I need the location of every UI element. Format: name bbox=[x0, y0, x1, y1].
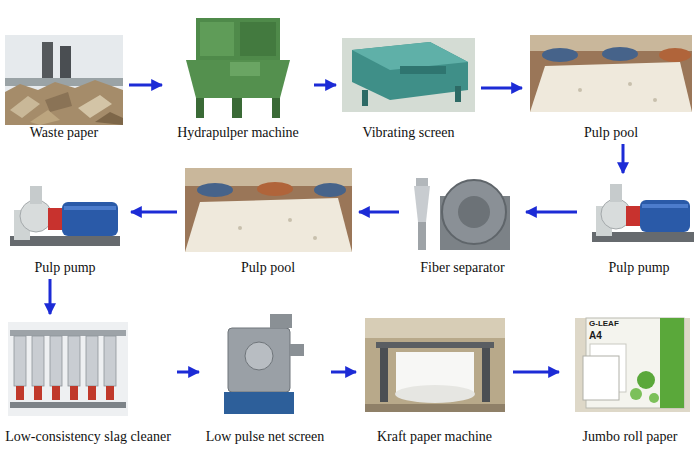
flow-arrow bbox=[177, 371, 199, 374]
flow-arrow bbox=[131, 211, 177, 214]
hydrapulper-photo bbox=[186, 18, 290, 118]
step-caption: Kraft paper machine bbox=[359, 429, 510, 445]
package-print: G-LEAF bbox=[589, 320, 619, 328]
flow-arrow bbox=[359, 211, 399, 214]
process-step: Pulp pool bbox=[180, 165, 356, 277]
process-step: Low-consistency slag cleaner bbox=[2, 316, 174, 446]
flow-arrow bbox=[526, 211, 577, 214]
process-step: Hydrapulper machine bbox=[165, 15, 311, 142]
step-caption: Pulp pool bbox=[525, 125, 697, 141]
pulp-pump-photo bbox=[10, 186, 120, 246]
flow-arrow bbox=[331, 371, 356, 374]
process-step: Kraft paper machine bbox=[359, 316, 510, 446]
paper-machine-photo bbox=[365, 318, 505, 412]
fiber-separator-photo bbox=[414, 178, 510, 250]
step-caption: Pulp pump bbox=[2, 260, 128, 276]
process-step: Low pulse net screen bbox=[202, 310, 328, 446]
pulp-pool-photo bbox=[530, 35, 692, 112]
process-step: Vibrating screen bbox=[339, 38, 478, 142]
pulp-pump-photo bbox=[592, 184, 694, 242]
pulse-screen-photo bbox=[224, 314, 304, 414]
flow-arrow bbox=[49, 279, 52, 314]
step-caption: Fiber separator bbox=[402, 260, 523, 276]
step-caption: Pulp pool bbox=[180, 260, 356, 276]
pulp-pool-photo bbox=[185, 168, 352, 252]
step-caption: Jumbo roll paper bbox=[562, 429, 698, 445]
process-step: Pulp pool bbox=[525, 35, 697, 142]
flow-arrow bbox=[481, 87, 522, 90]
flow-arrow bbox=[314, 84, 336, 87]
waste-paper-photo bbox=[5, 35, 123, 125]
process-step: Pulp pump bbox=[2, 178, 128, 277]
flow-arrow bbox=[513, 371, 559, 374]
process-step: Waste paper bbox=[2, 35, 126, 142]
process-step: Pulp pump bbox=[580, 175, 698, 277]
process-step: Jumbo roll paper bbox=[562, 316, 698, 446]
slag-cleaner-photo bbox=[8, 322, 128, 416]
step-caption: Waste paper bbox=[2, 125, 126, 141]
step-caption: Vibrating screen bbox=[339, 125, 478, 141]
vibrating-screen-photo bbox=[342, 38, 475, 112]
step-caption: Low-consistency slag cleaner bbox=[2, 429, 174, 445]
flow-arrow bbox=[622, 144, 625, 173]
step-caption: Hydrapulper machine bbox=[165, 125, 311, 141]
flow-arrow bbox=[129, 84, 162, 87]
step-caption: Low pulse net screen bbox=[202, 429, 328, 445]
process-step: Fiber separator bbox=[402, 170, 523, 277]
package-print: A4 bbox=[589, 331, 602, 341]
step-caption: Pulp pump bbox=[580, 260, 698, 276]
paper-package-photo bbox=[575, 318, 690, 412]
